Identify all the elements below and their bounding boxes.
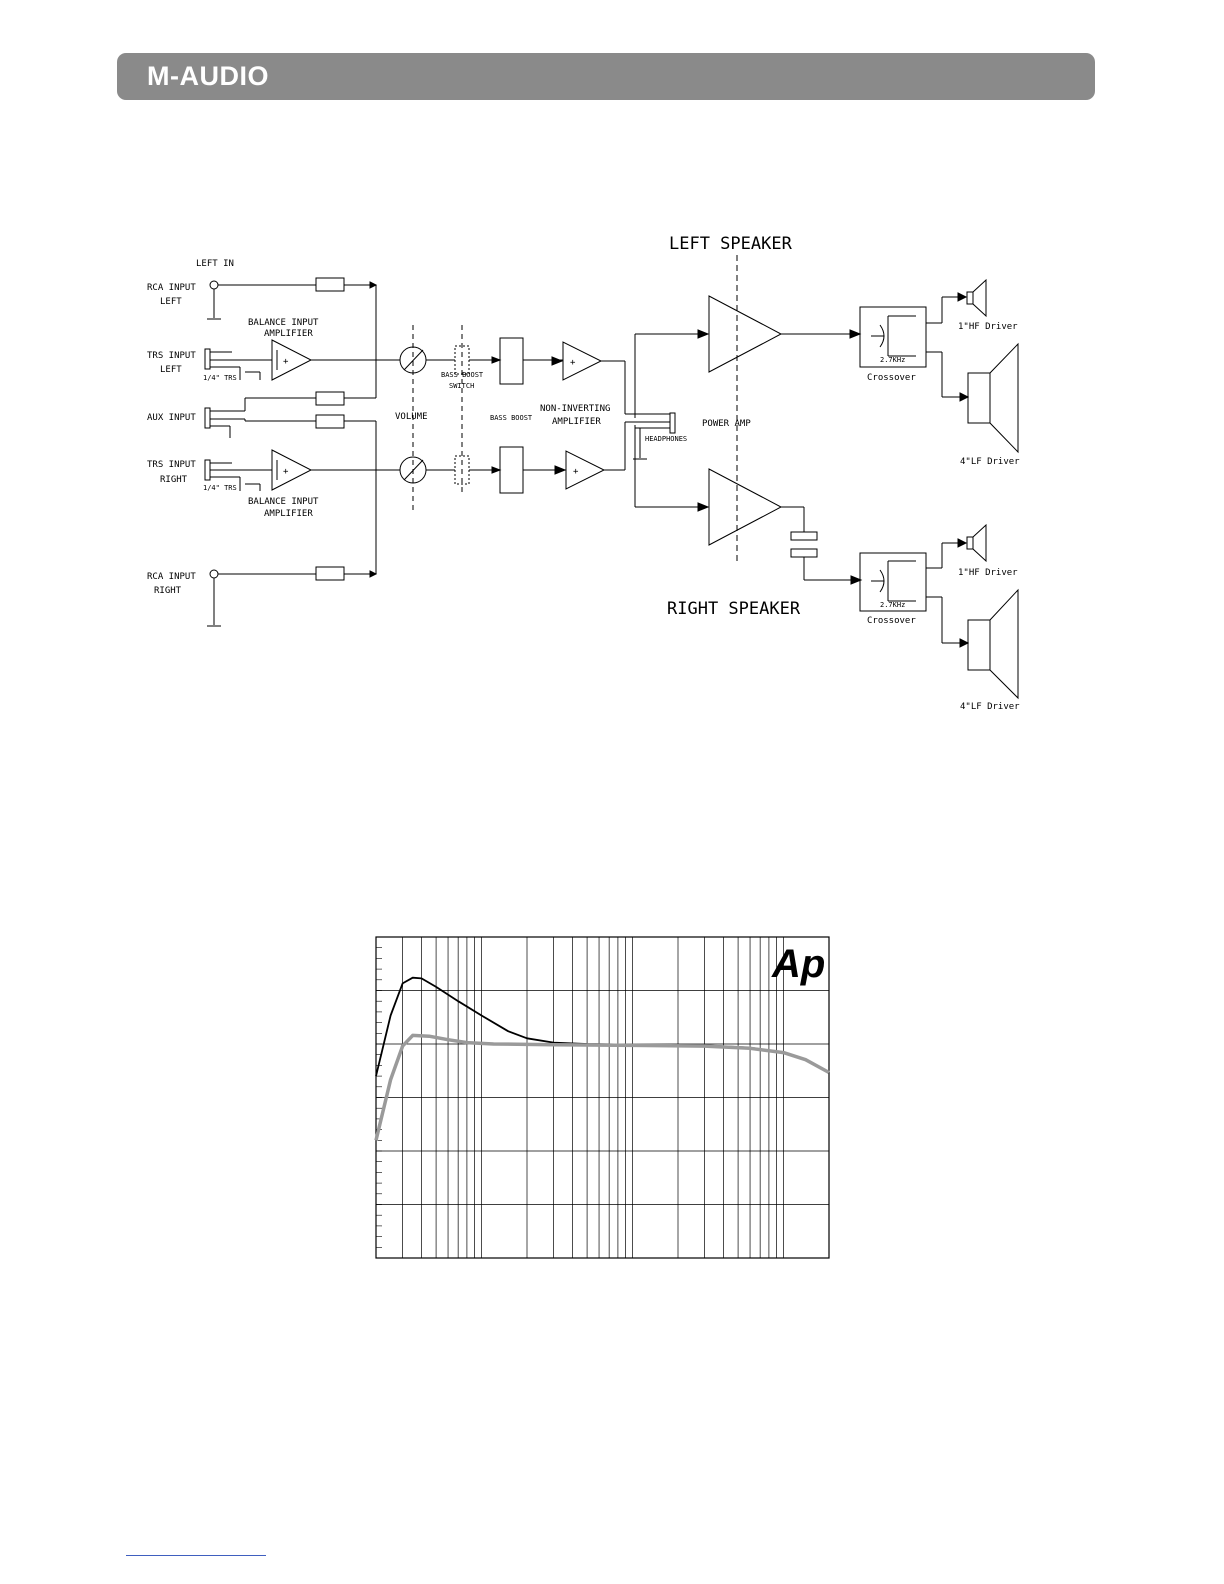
lf-driver-right-label: 4"LF Driver [960,702,1020,712]
non-inv-right-plus: + [573,467,579,477]
power-amp-right [708,468,783,546]
rca-right-jack [209,569,219,579]
trs-left-label: LEFT [160,365,182,375]
crossover-left-freq: 2.7KHz [880,356,905,364]
lf-driver-right [967,619,991,671]
trs-left-jack [204,348,211,370]
hf-driver-left-label: 1"HF Driver [958,322,1018,332]
headphone-jack [669,412,676,434]
rca-left-resistor [315,277,345,292]
rca-input-left-label: RCA INPUT [147,283,196,293]
bass-boost-label: BASS BOOST [490,414,533,422]
crossover-left-label: Crossover [867,373,916,383]
bass-boost-switch-label-2: SWITCH [449,382,474,390]
balance-amp-right [271,449,313,491]
brand-logo: M-AUDIO [147,61,269,91]
aux-resistor-left [315,391,345,406]
chart-frame [375,936,830,1259]
bass-boost-left [499,337,524,385]
crossover-right-freq: 2.7KHz [880,601,905,609]
crossover-left [859,306,927,368]
rca-input-right-label: RCA INPUT [147,572,196,582]
trs-input-left-label: TRS INPUT [147,351,196,361]
trs-left-quarter-label: 1/4" TRS [203,374,237,382]
bass-boost-switch-label-1: BASS BOOST [441,371,484,379]
block-diagram: LEFT SPEAKER RIGHT SPEAKER LEFT IN RCA I… [147,234,1020,712]
bass-boost-right [499,446,524,494]
non-inv-amp-left [562,341,603,381]
non-inv-amp-right [565,450,606,490]
trs-right-label: RIGHT [160,475,188,485]
footer-link-underline [126,1555,266,1556]
bass-switch-left [454,345,470,375]
balance-amp-left-label-1: BALANCE INPUT [248,318,319,328]
left-in-label: LEFT IN [196,259,234,269]
lf-driver-left [967,372,991,424]
balance-amp-left [271,339,313,381]
right-speaker-title: RIGHT SPEAKER [667,599,801,619]
trs-right-quarter-label: 1/4" TRS [203,484,237,492]
rca-left-jack [209,280,219,290]
balance-amp-right-label-2: AMPLIFIER [264,509,313,519]
balance-amp-left-plus: + [283,357,289,367]
header-bar: M-AUDIO [117,53,1095,100]
crossover-right [859,552,927,612]
power-amp-label: POWER AMP [702,419,751,429]
hf-driver-right [966,536,974,550]
capacitor-bottom [790,548,818,558]
left-speaker-title: LEFT SPEAKER [669,234,793,254]
balance-amp-left-label-2: AMPLIFIER [264,329,313,339]
aux-input-label: AUX INPUT [147,413,196,423]
ap-logo: Ap [771,942,825,986]
non-inv-left-plus: + [570,358,576,368]
crossover-right-label: Crossover [867,616,916,626]
rca-right-label: RIGHT [154,586,182,596]
rca-left-label: LEFT [160,297,182,307]
power-amp-left [708,295,783,373]
rca-right-resistor [315,566,345,581]
hf-driver-left [966,291,974,305]
aux-jack [204,407,211,429]
trs-right-jack [204,459,211,481]
aux-resistor-right [315,414,345,429]
capacitor-top [790,531,818,541]
non-inverting-label-2: AMPLIFIER [552,417,601,427]
hf-driver-right-label: 1"HF Driver [958,568,1018,578]
volume-label: VOLUME [395,412,428,422]
balance-amp-right-plus: + [283,467,289,477]
headphones-label: HEADPHONES [645,435,687,443]
non-inverting-label-1: NON-INVERTING [540,404,610,414]
chart-series-line-1 [375,976,830,1077]
balance-amp-right-label-1: BALANCE INPUT [248,497,319,507]
lf-driver-left-label: 4"LF Driver [960,457,1020,467]
chart-series-line-2 [374,1033,830,1141]
trs-input-right-label: TRS INPUT [147,460,196,470]
